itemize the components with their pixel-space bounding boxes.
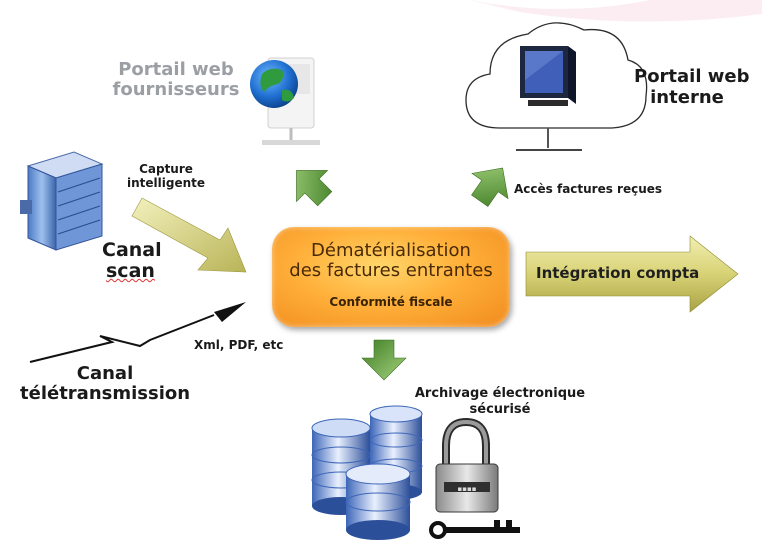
portail-interne-line2: interne [650,87,724,108]
integration-arrow [525,235,739,313]
canal-teletransmission-label: Canal télétransmission [20,364,190,404]
canal-scan-line2: scan [106,260,155,282]
arrow-to-portail-fournisseurs [296,170,333,207]
database-icon [311,405,423,540]
center-subtitle: Conformité fiscale [329,295,453,309]
capture-arrow [131,197,247,273]
arrow-to-archivage [361,339,407,381]
formats-label: Xml, PDF, etc [194,338,284,352]
canal-scan-label: Canal scan [102,240,162,282]
cloud-monitor-icon [465,22,648,151]
arrow-to-portail-interne [471,167,509,207]
portail-fournisseurs-label: Portail web fournisseurs [108,60,244,100]
svg-text:▪▪▪▪: ▪▪▪▪ [458,485,477,493]
portail-fournisseurs-line2: fournisseurs [112,79,240,100]
archivage-line2: sécurisé [469,402,531,417]
portail-fournisseurs-line1: Portail web [118,59,234,80]
capture-label: Capture intelligente [118,162,214,190]
padlock-icon: ▪▪▪▪ [435,417,499,513]
capture-line1: Capture [139,162,193,176]
canal-scan-line1: Canal [102,239,162,261]
decorative-swirl [470,0,762,22]
center-process-box: Dématérialisation des factures entrantes… [272,227,510,327]
archivage-line1: Archivage électronique [414,386,586,401]
canal-teletransmission-line1: Canal [76,363,134,384]
center-title-line2: des factures entrantes [289,260,493,281]
canal-teletransmission-line2: télétransmission [20,383,191,404]
acces-factures-label: Accès factures reçues [514,182,663,196]
integration-label: Intégration compta [536,264,700,282]
center-title-line1: Dématérialisation [311,240,471,261]
key-icon [429,520,520,539]
teletransmission-arrow [29,302,246,363]
scanner-icon [20,151,104,251]
portail-interne-line1: Portail web [634,66,750,87]
archivage-label: Archivage électronique sécurisé [408,386,592,418]
portail-interne-label: Portail web interne [634,66,750,108]
capture-line2: intelligente [126,176,206,190]
globe-computer-icon [250,57,320,145]
